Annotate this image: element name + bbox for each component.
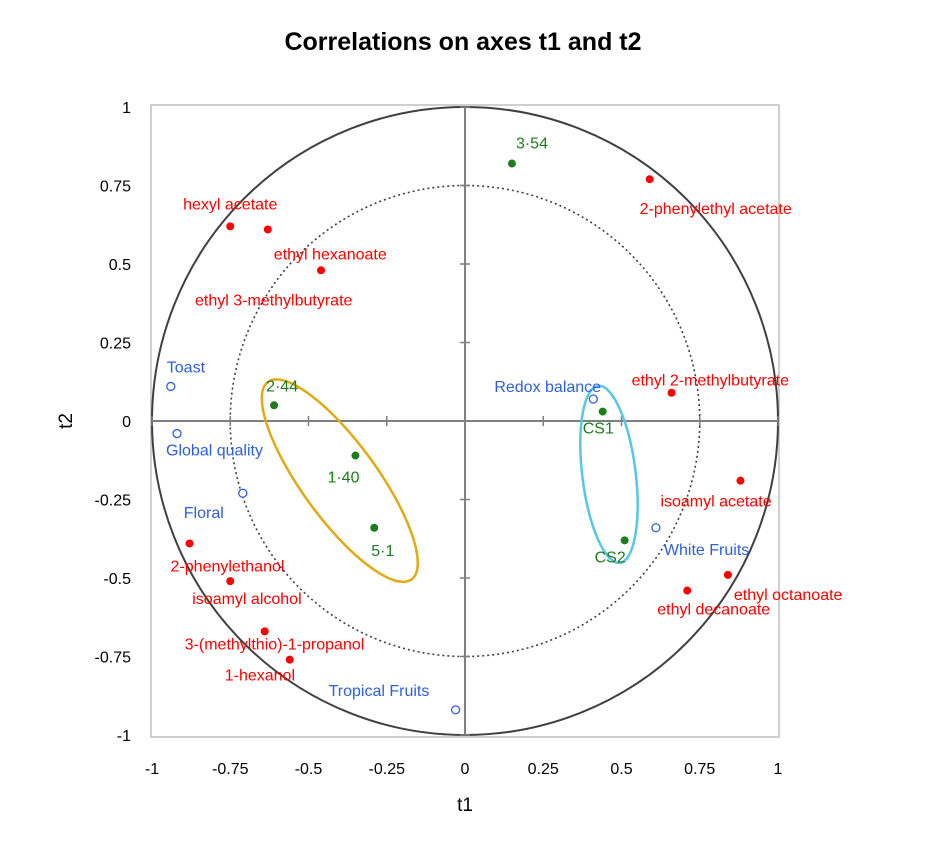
- x-axis-title: t1: [457, 795, 473, 816]
- point-2-44: [270, 401, 279, 410]
- y-tick-label: 0.75: [100, 179, 131, 196]
- label-ethyl-octanoate: ethyl octanoate: [734, 587, 843, 604]
- point-global-quality: [172, 428, 182, 439]
- point-cs1: [598, 407, 607, 416]
- point-3-54: [507, 159, 516, 168]
- point-ethyl-decanoate: [683, 586, 692, 595]
- point-3-methylthio-1-propanol: [260, 627, 269, 636]
- label-ethyl-hexanoate: ethyl hexanoate: [274, 246, 387, 263]
- point-1-40: [351, 451, 360, 460]
- point-2-phenylethyl-acetate: [645, 175, 654, 184]
- point-ethyl-octanoate: [723, 570, 732, 579]
- point-toast: [166, 381, 176, 392]
- label-isoamyl-acetate: isoamyl acetate: [660, 494, 771, 511]
- point-2-phenylethanol: [185, 539, 194, 548]
- y-tick-label: -0.75: [95, 650, 132, 667]
- point-white-fruits: [651, 523, 661, 533]
- label-2-phenylethanol: 2-phenylethanol: [171, 558, 285, 575]
- label-1-40: 1·40: [327, 470, 359, 487]
- label-redox-balance: Redox balance: [494, 379, 601, 396]
- y-axis-title: t2: [56, 413, 77, 429]
- data-points: [166, 159, 745, 715]
- group-ellipses: [260, 378, 639, 584]
- x-tick-label: 0.25: [528, 761, 559, 778]
- label-3-methylthio-1-propanol: 3-(methylthio)-1-propanol: [185, 636, 365, 653]
- label-isoamyl-alcohol: isoamyl alcohol: [192, 591, 301, 608]
- point-ethyl-hexanoate: [263, 225, 272, 234]
- point-hexyl-acetate: [226, 222, 235, 231]
- y-tick-label: -0.5: [103, 571, 131, 588]
- label-ethyl-2-methylbutyrate: ethyl 2-methylbutyrate: [632, 373, 790, 390]
- x-tick-label: -0.25: [369, 761, 406, 778]
- point-1-hexanol: [285, 655, 294, 664]
- group-ellipse-gold: [260, 378, 420, 584]
- label-3-54: 3·54: [516, 136, 548, 153]
- y-tick-label: 0.25: [100, 336, 131, 353]
- label-white-fruits: White Fruits: [664, 542, 749, 559]
- label-global-quality: Global quality: [166, 443, 263, 460]
- y-tick-label: 1: [122, 100, 131, 117]
- x-tick-label: 0.5: [610, 761, 632, 778]
- point-floral: [238, 488, 248, 498]
- y-tick-label: 0.5: [109, 257, 131, 274]
- label-1-hexanol: 1-hexanol: [225, 668, 295, 685]
- x-tick-label: -1: [145, 761, 159, 778]
- x-tick-label: -0.75: [212, 761, 249, 778]
- label-cs1: CS1: [583, 421, 614, 438]
- label-hexyl-acetate: hexyl acetate: [183, 196, 277, 213]
- label-toast: Toast: [167, 359, 206, 376]
- label-5-1: 5·1: [371, 543, 394, 560]
- label-2-phenylethyl-acetate: 2-phenylethyl acetate: [640, 201, 792, 218]
- y-tick-label: -0.25: [95, 493, 132, 510]
- label-tropical-fruits: Tropical Fruits: [329, 683, 430, 700]
- chart-title: Correlations on axes t1 and t2: [284, 28, 641, 56]
- label-2-44: 2·44: [266, 378, 298, 395]
- point-ethyl-2-methylbutyrate: [667, 388, 676, 397]
- x-tick-label: 1: [774, 761, 783, 778]
- point-redox-balance: [588, 394, 598, 404]
- y-tick-label: 0: [122, 414, 131, 431]
- point-cs2: [620, 536, 629, 545]
- y-tick-label: -1: [117, 728, 131, 745]
- tick-labels: -1 -0.75 -0.5 -0.25 0 0.25 0.5 0.75 1 -1 -0.75 -0.5…: [95, 100, 783, 778]
- label-ethyl-decanoate: ethyl decanoate: [657, 602, 770, 619]
- point-tropical-fruits: [450, 705, 461, 715]
- point-isoamyl-alcohol: [226, 577, 235, 586]
- axes: [151, 106, 779, 736]
- point-isoamyl-acetate: [736, 476, 745, 485]
- group-ellipse-cyan: [579, 384, 639, 565]
- point-5-1: [370, 523, 379, 532]
- label-cs2: CS2: [595, 549, 626, 566]
- x-tick-label: 0: [461, 761, 470, 778]
- point-ethyl-3-methylbutyrate: [317, 266, 326, 275]
- label-ethyl-3-methylbutyrate: ethyl 3-methylbutyrate: [195, 292, 353, 309]
- point-labels: hexyl acetate ethyl hexanoate ethyl 3-meth…: [166, 136, 843, 700]
- label-floral: Floral: [184, 505, 224, 522]
- x-tick-label: 0.75: [684, 761, 715, 778]
- x-tick-label: -0.5: [295, 761, 323, 778]
